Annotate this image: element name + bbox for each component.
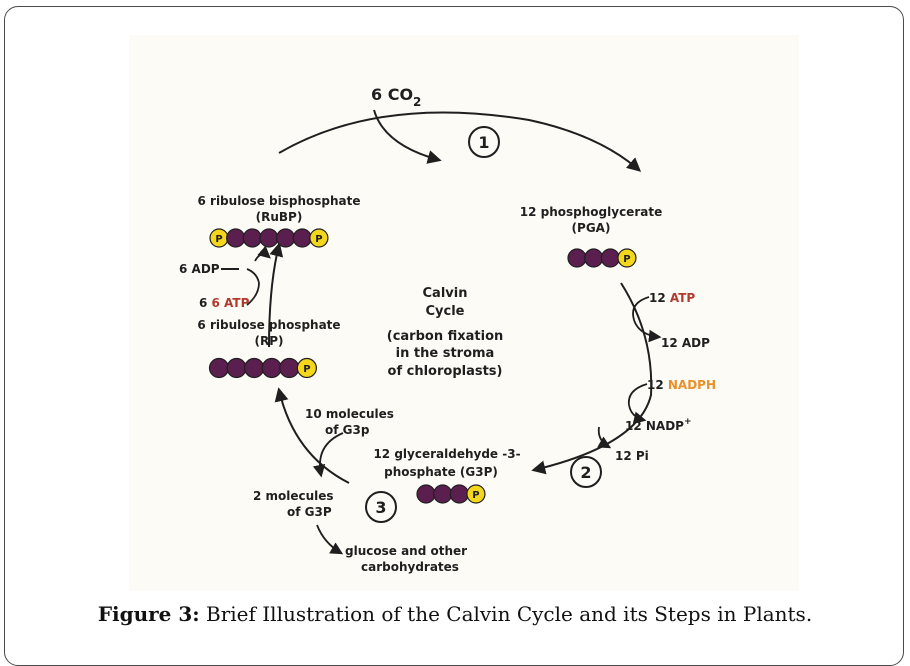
phosphate-bead bbox=[617, 248, 637, 268]
output-line2: of G3P bbox=[287, 505, 332, 519]
phosphate-bead bbox=[309, 228, 329, 248]
right-atp-label: 12 ATP bbox=[649, 291, 695, 305]
right-pi-label: 12 Pi bbox=[615, 449, 649, 463]
svg-text:2: 2 bbox=[580, 463, 591, 482]
phosphate-label: P bbox=[472, 490, 479, 501]
step-2-marker: 2 bbox=[570, 456, 602, 488]
carbon-bead bbox=[567, 248, 587, 268]
rp-molecule-chain: P bbox=[208, 357, 317, 379]
phosphate-bead bbox=[296, 357, 317, 379]
caption-label: Figure 3: bbox=[97, 602, 200, 626]
carbon-bead bbox=[259, 228, 279, 248]
g3p-main-line2: phosphate (G3P) bbox=[384, 465, 498, 479]
right-nadph-label: 12 NADPH bbox=[647, 378, 716, 392]
figure-caption: Figure 3: Brief Illustration of the Calv… bbox=[0, 602, 910, 626]
rubp-abbr: (RuBP) bbox=[256, 210, 303, 224]
step-3-marker: 3 bbox=[365, 491, 397, 523]
right-atp-adp-arrow bbox=[632, 296, 662, 343]
phosphate-label: P bbox=[215, 234, 222, 245]
carbon-bead bbox=[208, 357, 230, 379]
carbon-bead bbox=[226, 228, 246, 248]
carbon-bead bbox=[276, 228, 296, 248]
carbon-bead bbox=[449, 484, 469, 504]
cycle-arc-right bbox=[531, 282, 653, 475]
carbon-bead bbox=[416, 484, 436, 504]
right-nadph-arrow bbox=[627, 383, 648, 424]
pga-name: 12 phosphoglycerate bbox=[520, 205, 662, 219]
svg-text:of chloroplasts): of chloroplasts) bbox=[388, 364, 503, 379]
carbon-bead bbox=[279, 357, 300, 379]
carbon-bead bbox=[433, 484, 453, 504]
left-adp-label: 6 ADP bbox=[179, 262, 220, 276]
output-branch-arrow bbox=[312, 432, 344, 478]
recycle-line2: of G3p bbox=[325, 423, 370, 437]
carbon-bead bbox=[244, 357, 265, 379]
calvin-cycle-diagram: 6 CO2 1 2 3 6 ribulose bisphosphate (RuB… bbox=[129, 35, 799, 591]
caption-text: Brief Illustration of the Calvin Cycle a… bbox=[199, 602, 813, 626]
product-line1: glucose and other bbox=[345, 544, 467, 558]
pga-molecule-chain: P bbox=[567, 248, 637, 268]
co2-arrow bbox=[373, 109, 442, 164]
glucose-arrow bbox=[316, 524, 344, 555]
product-line2: carbohydrates bbox=[361, 560, 459, 574]
rp-abbr: (RP) bbox=[254, 334, 283, 348]
co2-label: 6 CO2 bbox=[371, 85, 421, 109]
right-adp-label: 12 ADP bbox=[661, 336, 710, 350]
right-nadp-label: 12 NADP+ bbox=[625, 417, 692, 433]
svg-text:3: 3 bbox=[375, 498, 386, 517]
carbon-bead bbox=[242, 228, 262, 248]
svg-text:in the stroma: in the stroma bbox=[396, 346, 495, 361]
carbon-bead bbox=[584, 248, 604, 268]
recycle-line1: 10 molecules bbox=[305, 407, 394, 421]
svg-text:(carbon fixation: (carbon fixation bbox=[387, 329, 504, 344]
cycle-center-label: Calvin Cycle (carbon fixation in the str… bbox=[387, 286, 504, 379]
step-1-marker: 1 bbox=[468, 126, 500, 158]
phosphate-label: P bbox=[315, 234, 322, 245]
left-atp-label: 6 6 ATP bbox=[199, 296, 250, 310]
carbon-bead bbox=[226, 357, 247, 379]
left-atp-adp-arrow bbox=[246, 268, 260, 306]
carbon-bead bbox=[261, 357, 282, 379]
cycle-arc-left-lower bbox=[274, 387, 350, 484]
cycle-arc-top bbox=[278, 111, 642, 172]
g3p-main-line1: 12 glyceraldehyde -3- bbox=[373, 447, 520, 461]
g3p-molecule-chain: P bbox=[416, 484, 486, 504]
svg-text:Calvin: Calvin bbox=[423, 286, 468, 301]
svg-text:Cycle: Cycle bbox=[426, 304, 465, 319]
carbon-bead bbox=[292, 228, 312, 248]
rp-name: 6 ribulose phosphate bbox=[197, 318, 340, 332]
output-line1: 2 molecules bbox=[253, 489, 334, 503]
svg-text:1: 1 bbox=[478, 133, 489, 152]
right-pi-arrow bbox=[597, 426, 612, 449]
rubp-name: 6 ribulose bisphosphate bbox=[198, 194, 361, 208]
phosphate-label: P bbox=[303, 364, 310, 375]
pga-abbr: (PGA) bbox=[572, 221, 611, 235]
phosphate-label: P bbox=[623, 254, 630, 265]
left-adp-curl-arrow bbox=[254, 245, 271, 262]
phosphate-bead bbox=[466, 484, 486, 504]
cycle-arc-left-upper bbox=[268, 242, 284, 348]
carbon-bead bbox=[600, 248, 620, 268]
